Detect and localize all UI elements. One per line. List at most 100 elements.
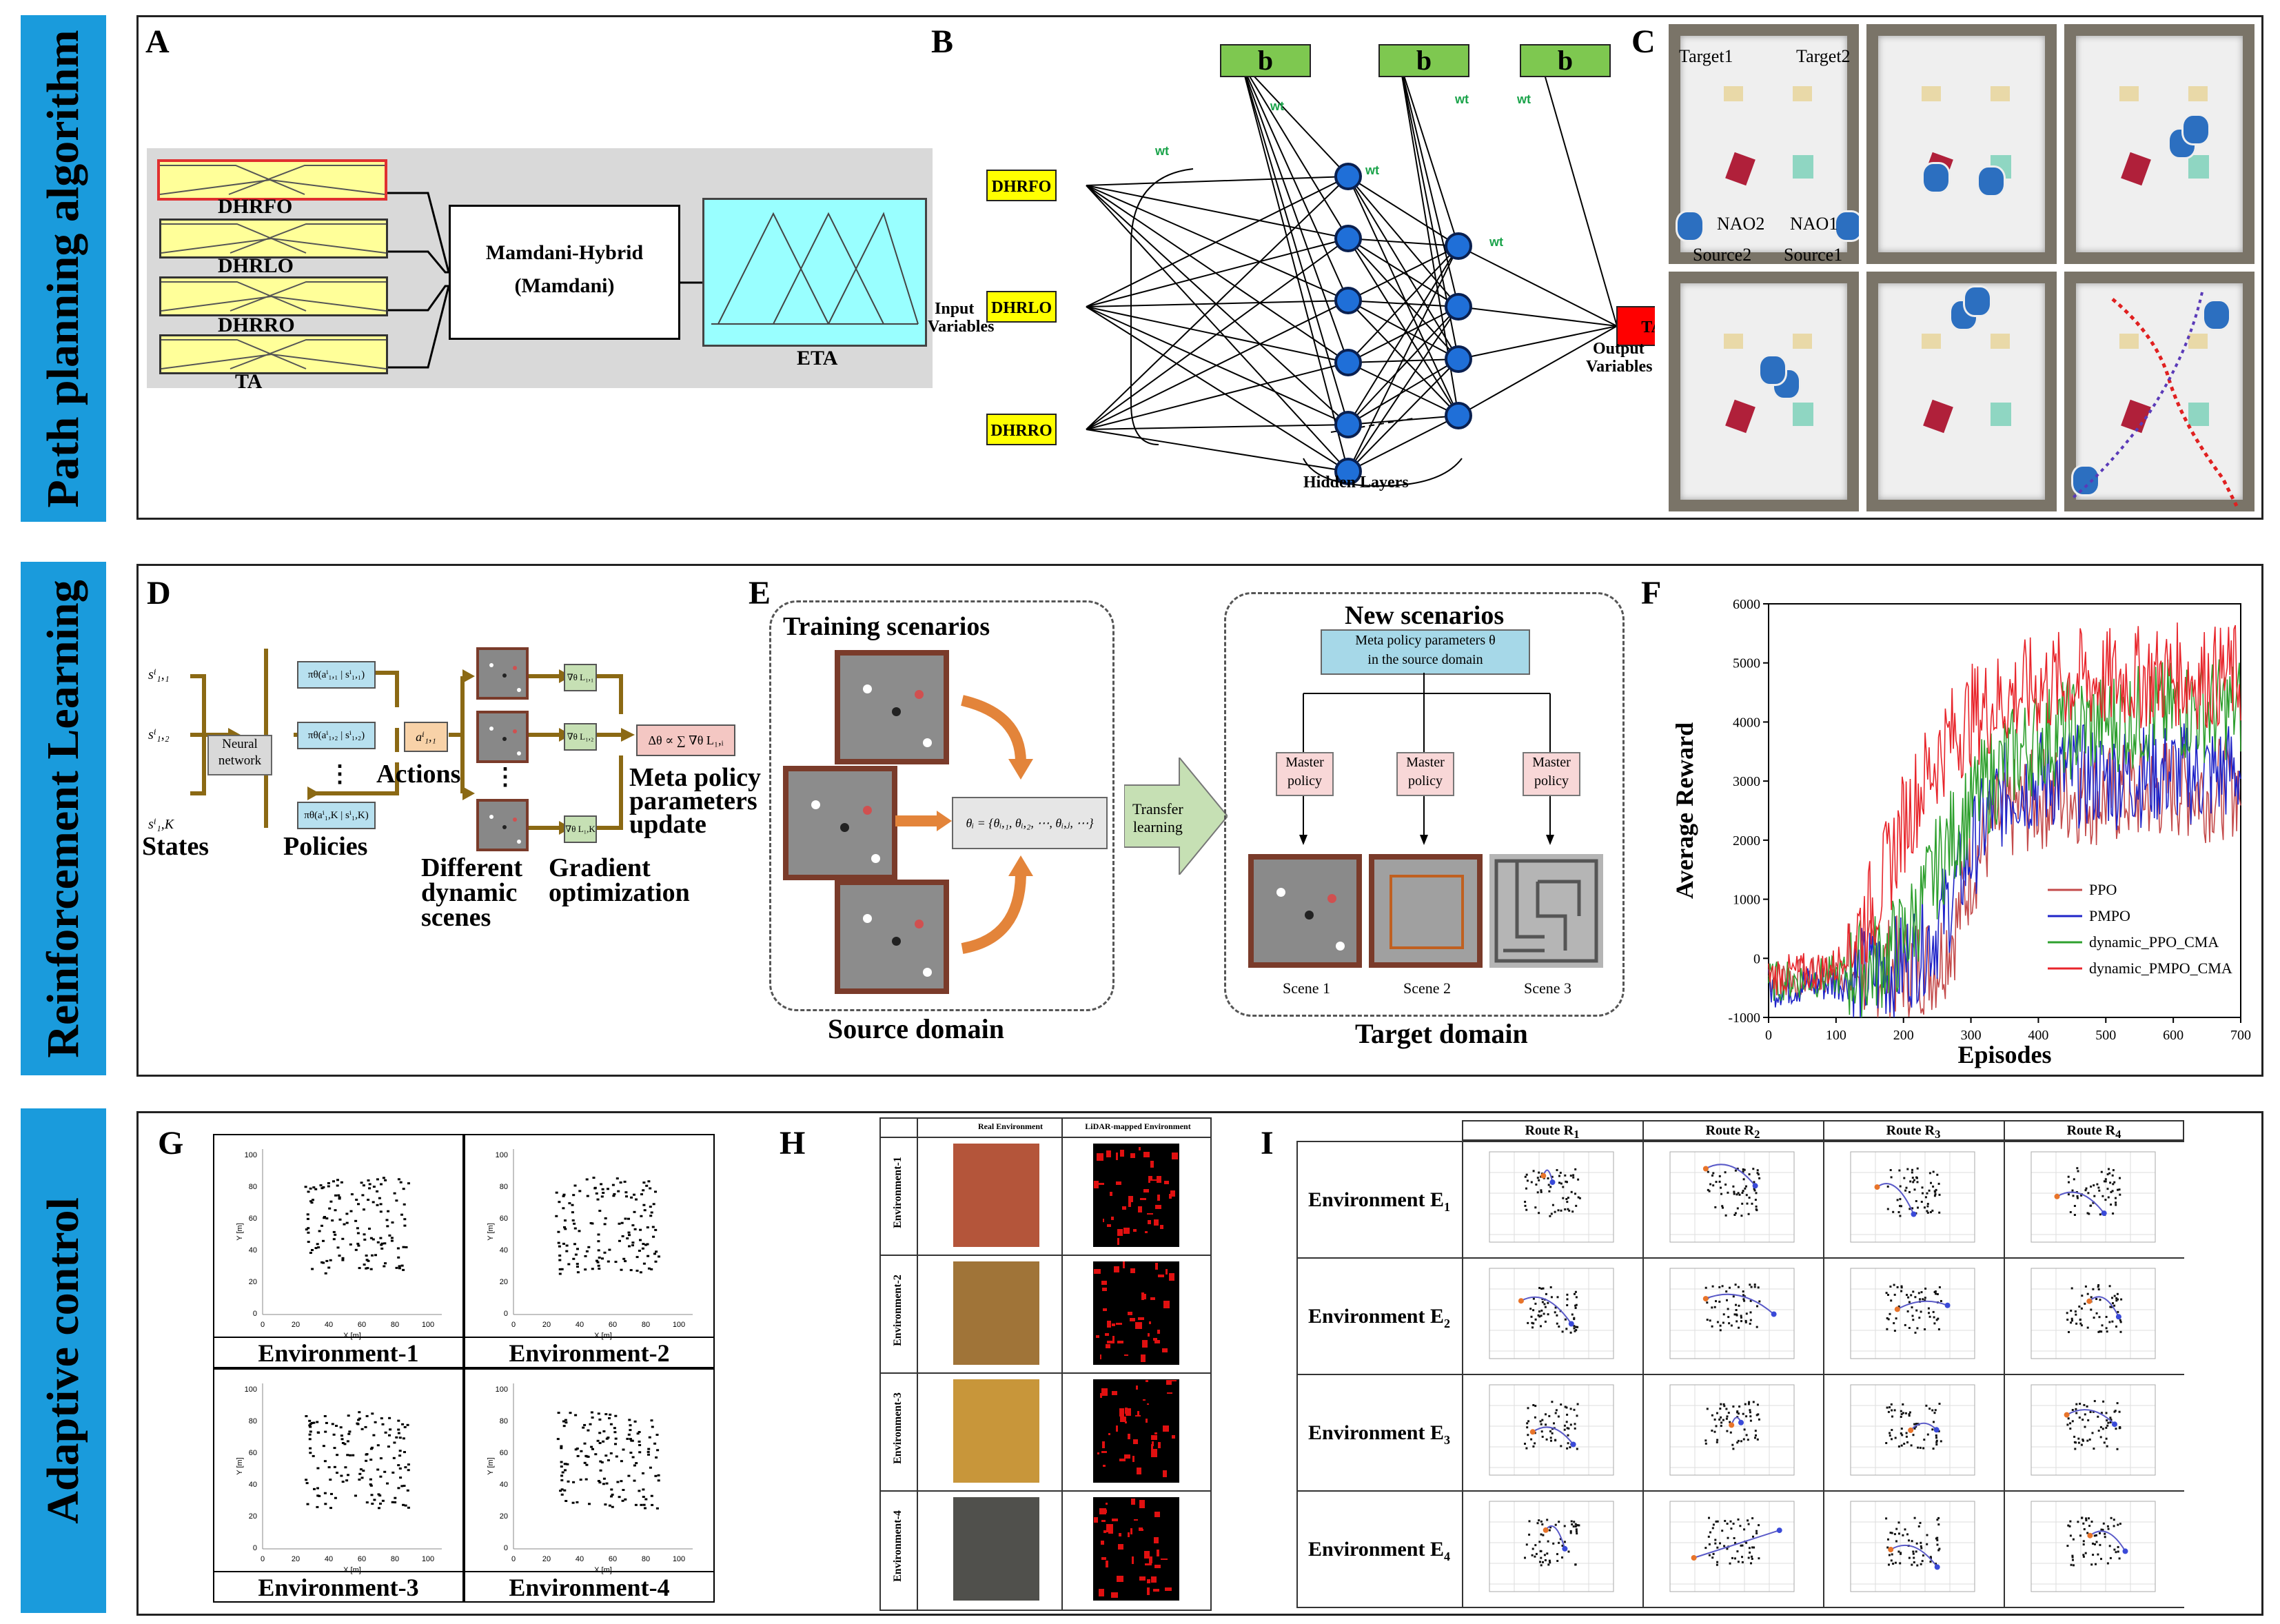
svg-text:80: 80 [249,1183,257,1191]
svg-text:60: 60 [358,1321,366,1329]
lidar-point [1094,1181,1099,1188]
transfer-label-2: learning [1132,818,1183,835]
gradient-label-2: optimization [549,878,690,907]
lidar-point [1123,1228,1130,1234]
lidar-point [1128,1434,1130,1439]
route-plot [1850,1151,1975,1243]
hidden-neuron [1445,345,1472,373]
lidar-point [1141,1292,1144,1300]
lidar-point [1143,1152,1150,1157]
lidar-point [1134,1519,1138,1521]
lidar-point [1145,1563,1152,1565]
lidar-point [1144,1551,1150,1559]
lidar-point [1147,1403,1149,1405]
lidar-point [1131,1499,1135,1505]
svg-text:X [m]: X [m] [343,1332,361,1340]
env-label: Environment E [1308,1304,1444,1328]
environment-label-1: Environment-1 [214,1337,462,1368]
scene-object-dot [517,688,521,692]
panel-label-e: E [749,575,771,611]
route-col-divider [2004,1120,2005,1607]
nao-robot [2181,114,2210,145]
real-environment-photo [953,1144,1039,1247]
panel-label-f: F [1641,575,1662,611]
state-var-1: sⁱ₁,₁ [148,667,170,682]
lidar-point [1146,1419,1148,1423]
svg-text:0: 0 [504,1310,508,1318]
lidar-point [1103,1530,1106,1533]
panel-label-b: B [931,23,954,60]
nn-output-label: TA [1641,318,1655,336]
controller-label-2: (Mamdani) [514,274,615,297]
lidar-point [1151,1444,1153,1449]
svg-text:Y [m]: Y [m] [236,1223,244,1240]
scene-object-dot [892,707,901,716]
lidar-point [1157,1330,1160,1334]
lidar-point [1139,1527,1143,1530]
route-header-2: Route R2 [1642,1123,1823,1141]
bias-label: b [1258,45,1273,76]
svg-text:X [m]: X [m] [594,1332,612,1340]
column-header-real: Real Environment [977,1121,1044,1131]
training-scene-3 [835,880,949,994]
scene-1-label: Scene 1 [1283,980,1331,997]
weight-label: wt [1154,144,1169,158]
lidar-point [1164,1181,1169,1184]
lidar-point [1132,1456,1134,1462]
svg-text:80: 80 [391,1555,399,1563]
fuzzy-label-dhrro: DHRRO [218,314,295,336]
lidar-point [1128,1196,1133,1202]
lidar-point [1167,1392,1172,1394]
lidar-point [1116,1181,1121,1185]
meta-label-1: Meta policy [629,763,762,792]
svg-text:40: 40 [500,1246,508,1255]
lidar-point [1108,1529,1113,1534]
y-tick-label: 5000 [1733,656,1760,671]
x-axis-label: Episodes [1957,1041,2051,1068]
hidden-neuron [1334,225,1362,252]
real-environment-photo [953,1261,1039,1365]
lidar-point [1124,1354,1128,1356]
svg-text:20: 20 [542,1321,551,1329]
sidebar-path-planning-label: Path planning algorithm [38,29,88,508]
nn-input-label: DHRLO [991,299,1052,317]
svg-text:Y [m]: Y [m] [487,1223,495,1240]
route-subscript: 3 [1935,1128,1941,1141]
svg-text:X [m]: X [m] [594,1566,612,1574]
training-flow-arrows [895,695,1033,954]
route-col-divider [1642,1120,1644,1607]
y-tick-label: 3000 [1733,774,1760,789]
training-scenarios-label: Training scenarios [783,612,990,641]
eta-output-box [702,198,927,347]
svg-text:40: 40 [249,1246,257,1255]
lidar-point [1151,1435,1157,1440]
lidar-point [1116,1425,1118,1432]
scene-object-dot [840,823,849,832]
legend-label: dynamic_PPO_CMA [2089,933,2219,951]
lidar-point [1148,1333,1150,1337]
svg-text:40: 40 [325,1555,333,1563]
env-row-label-1: Environment E1 [1296,1188,1462,1215]
svg-text:X [m]: X [m] [343,1566,361,1574]
env-row-label-3: Environment E3 [1296,1421,1462,1448]
teal-obstacle [1793,155,1813,179]
lidar-point [1112,1519,1118,1521]
lidar-point [1130,1268,1135,1273]
env-subscript: 1 [1443,1199,1450,1214]
route-plot [1489,1268,1614,1359]
master-policy-1-line1: Master [1285,755,1324,770]
route-row-divider [1296,1607,2184,1608]
master-policy-1: Master policy [1276,752,1334,796]
robot-arena-photo [1669,24,1859,264]
scene-object-dot [513,666,517,670]
lidar-point [1170,1380,1177,1381]
scene-object-dot [863,914,872,923]
nn-output-label-1: Output [1593,340,1645,358]
row-label-env-1: Environment-1 [892,1157,904,1228]
fuzzy-label-ta: TA [235,370,263,393]
robot-arena-photo [1669,272,1859,511]
scene-object-dot [489,727,493,731]
x-tick-label: 600 [2163,1028,2184,1043]
